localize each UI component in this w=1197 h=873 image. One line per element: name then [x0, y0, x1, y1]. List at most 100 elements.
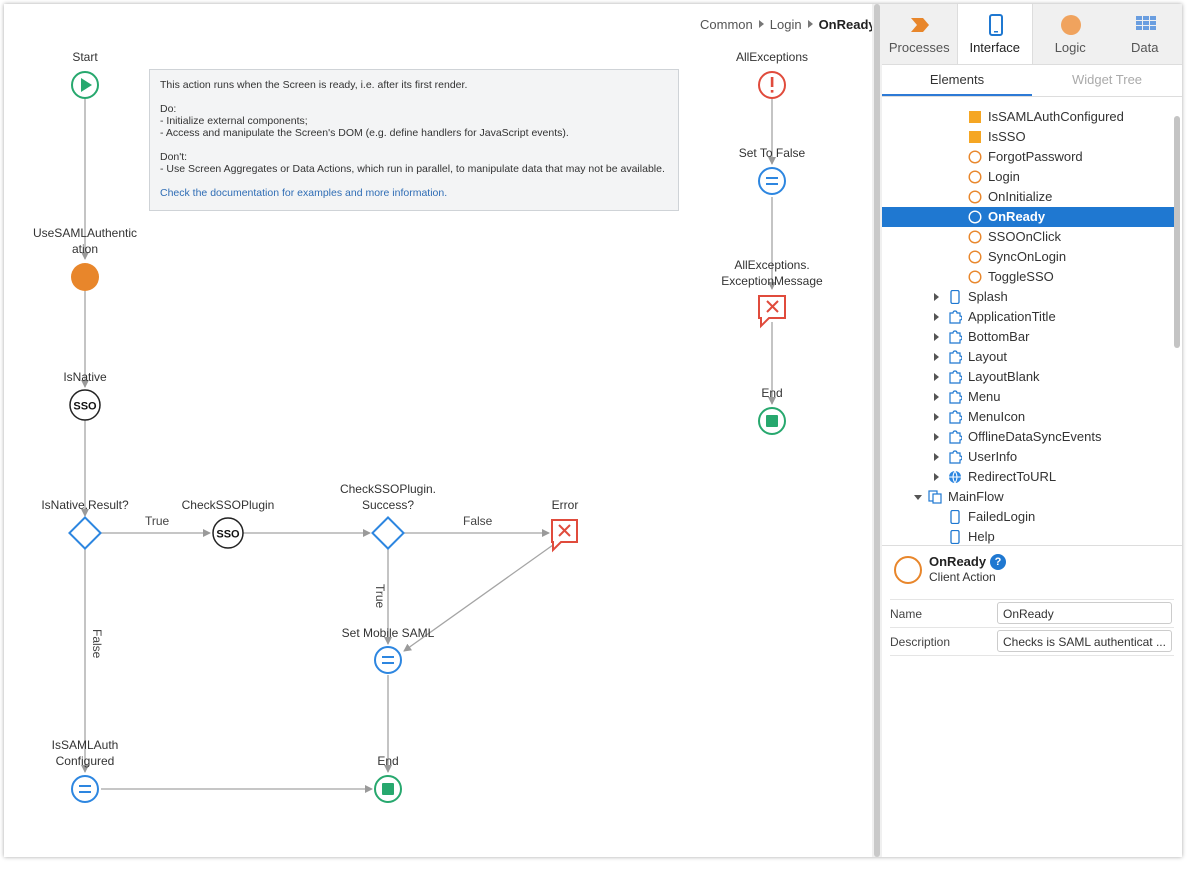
tree-item[interactable]: Layout	[882, 347, 1174, 367]
tree-item[interactable]: IsSAMLAuthConfigured	[882, 107, 1174, 127]
end-main-label: End	[377, 754, 399, 768]
tree-item[interactable]: Menu	[882, 387, 1174, 407]
exception-message-label: AllExceptions. ExceptionMessage	[721, 258, 823, 288]
breadcrumb-current: OnReady	[818, 17, 876, 32]
client-action-icon	[968, 150, 982, 164]
collapsed-arrow-icon[interactable]	[934, 373, 939, 381]
is-saml-configured-label: IsSAMLAuth Configured	[51, 738, 119, 768]
panel-tabs: Processes Interface Logic Data	[882, 4, 1182, 65]
check-sso-success-if-node[interactable]	[371, 516, 405, 550]
property-row-description: Description Checks is SAML authenticat .…	[890, 627, 1174, 656]
documentation-link[interactable]: Check the documentation for examples and…	[160, 187, 448, 199]
collapsed-arrow-icon[interactable]	[934, 293, 939, 301]
tree-item-label: FailedLogin	[968, 509, 1036, 524]
tab-data[interactable]: Data	[1108, 4, 1183, 64]
client-action-icon	[968, 250, 982, 264]
globe-icon	[948, 470, 962, 484]
comment-intro: This action runs when the Screen is read…	[160, 79, 468, 91]
is-native-result-if-node[interactable]	[68, 516, 102, 550]
tree-item[interactable]: SSOOnClick	[882, 227, 1174, 247]
tree-item[interactable]: UserInfo	[882, 447, 1174, 467]
collapsed-arrow-icon[interactable]	[934, 473, 939, 481]
flow-icon	[928, 490, 942, 504]
block-icon	[948, 450, 963, 464]
tree-item[interactable]: Splash	[882, 287, 1174, 307]
is-native-node[interactable]: SSO	[69, 389, 101, 421]
collapsed-arrow-icon[interactable]	[934, 453, 939, 461]
property-key: Description	[890, 635, 951, 649]
tree-item[interactable]: FailedLogin	[882, 507, 1174, 527]
tree-item-label: BottomBar	[968, 329, 1030, 344]
is-saml-configured-node[interactable]	[71, 775, 99, 803]
tree-scrollbar[interactable]	[1174, 116, 1180, 348]
all-exceptions-node[interactable]	[758, 71, 786, 99]
tree-item-label: Layout	[968, 349, 1008, 364]
tree-item[interactable]: SyncOnLogin	[882, 247, 1174, 267]
breadcrumb-item[interactable]: Common	[700, 17, 753, 32]
collapsed-arrow-icon[interactable]	[934, 413, 939, 421]
tree-item[interactable]: Login	[882, 167, 1174, 187]
action-comment[interactable]: This action runs when the Screen is read…	[149, 69, 679, 211]
tree-item-label: ForgotPassword	[988, 149, 1083, 164]
flow-diagram: SSO SSO	[68, 71, 786, 803]
error-node[interactable]	[551, 519, 578, 553]
start-node[interactable]	[71, 71, 99, 99]
end-main-node[interactable]	[374, 775, 402, 803]
properties-element-type: Client Action	[929, 570, 996, 584]
tree-item[interactable]: OfflineDataSyncEvents	[882, 427, 1174, 447]
collapsed-arrow-icon[interactable]	[934, 333, 939, 341]
use-saml-label: UseSAMLAuthentic ation	[32, 226, 138, 256]
subtab-elements[interactable]: Elements	[882, 65, 1032, 96]
use-saml-node[interactable]	[71, 263, 99, 291]
name-field[interactable]: OnReady	[997, 602, 1172, 624]
right-panel: Processes Interface Logic Data Elements …	[882, 4, 1182, 857]
client-action-icon	[968, 170, 982, 184]
description-field[interactable]: Checks is SAML authenticat ...	[997, 630, 1172, 652]
flow-canvas[interactable]: SSO SSO	[4, 4, 876, 857]
help-icon[interactable]: ?	[990, 554, 1006, 570]
exception-message-node[interactable]	[758, 295, 786, 329]
tree-item[interactable]: RedirectToURL	[882, 467, 1174, 487]
collapsed-arrow-icon[interactable]	[934, 433, 939, 441]
property-key: Name	[890, 607, 923, 621]
breadcrumb-item[interactable]: Login	[769, 17, 802, 32]
is-native-result-label: IsNative.Result?	[41, 498, 129, 512]
end-exc-node[interactable]	[758, 407, 786, 435]
start-label: Start	[72, 50, 98, 64]
all-exceptions-label: AllExceptions	[735, 50, 809, 64]
tree-item[interactable]: OnReady	[882, 207, 1174, 227]
tree-item-label: IsSAMLAuthConfigured	[988, 109, 1124, 124]
edge-label-true: True	[145, 514, 170, 528]
tree-item[interactable]: ForgotPassword	[882, 147, 1174, 167]
tree-item[interactable]: ApplicationTitle	[882, 307, 1174, 327]
tree-item[interactable]: LayoutBlank	[882, 367, 1174, 387]
expanded-arrow-icon[interactable]	[914, 495, 922, 500]
tab-interface[interactable]: Interface	[956, 4, 1033, 64]
collapsed-arrow-icon[interactable]	[934, 393, 939, 401]
tab-logic[interactable]: Logic	[1033, 4, 1108, 64]
tab-processes[interactable]: Processes	[882, 4, 957, 64]
tree-item-label: MenuIcon	[968, 409, 1026, 424]
sso-label: SSO	[216, 529, 240, 541]
tree-item[interactable]: IsSSO	[882, 127, 1174, 147]
panel-splitter[interactable]	[872, 4, 882, 857]
tree-item[interactable]: OnInitialize	[882, 187, 1174, 207]
collapsed-arrow-icon[interactable]	[934, 353, 939, 361]
client-action-icon	[968, 270, 982, 284]
tree-item[interactable]: MenuIcon	[882, 407, 1174, 427]
properties-element-name: OnReady	[929, 554, 987, 569]
subtab-widget-tree[interactable]: Widget Tree	[1071, 72, 1143, 87]
tree-item[interactable]: MainFlow	[882, 487, 1174, 507]
check-sso-plugin-node[interactable]: SSO	[212, 517, 244, 549]
tree-item-label: RedirectToURL	[968, 469, 1057, 484]
tree-item[interactable]: ToggleSSO	[882, 267, 1174, 287]
tree-item[interactable]: Help	[882, 527, 1174, 545]
tab-label: Processes	[888, 40, 950, 55]
variable-icon	[968, 110, 982, 124]
set-to-false-node[interactable]	[758, 167, 786, 195]
collapsed-arrow-icon[interactable]	[934, 313, 939, 321]
tree-item[interactable]: BottomBar	[882, 327, 1174, 347]
comment-dont: Don't: - Use Screen Aggregates or Data A…	[160, 151, 665, 175]
set-mobile-saml-node[interactable]	[374, 646, 402, 674]
